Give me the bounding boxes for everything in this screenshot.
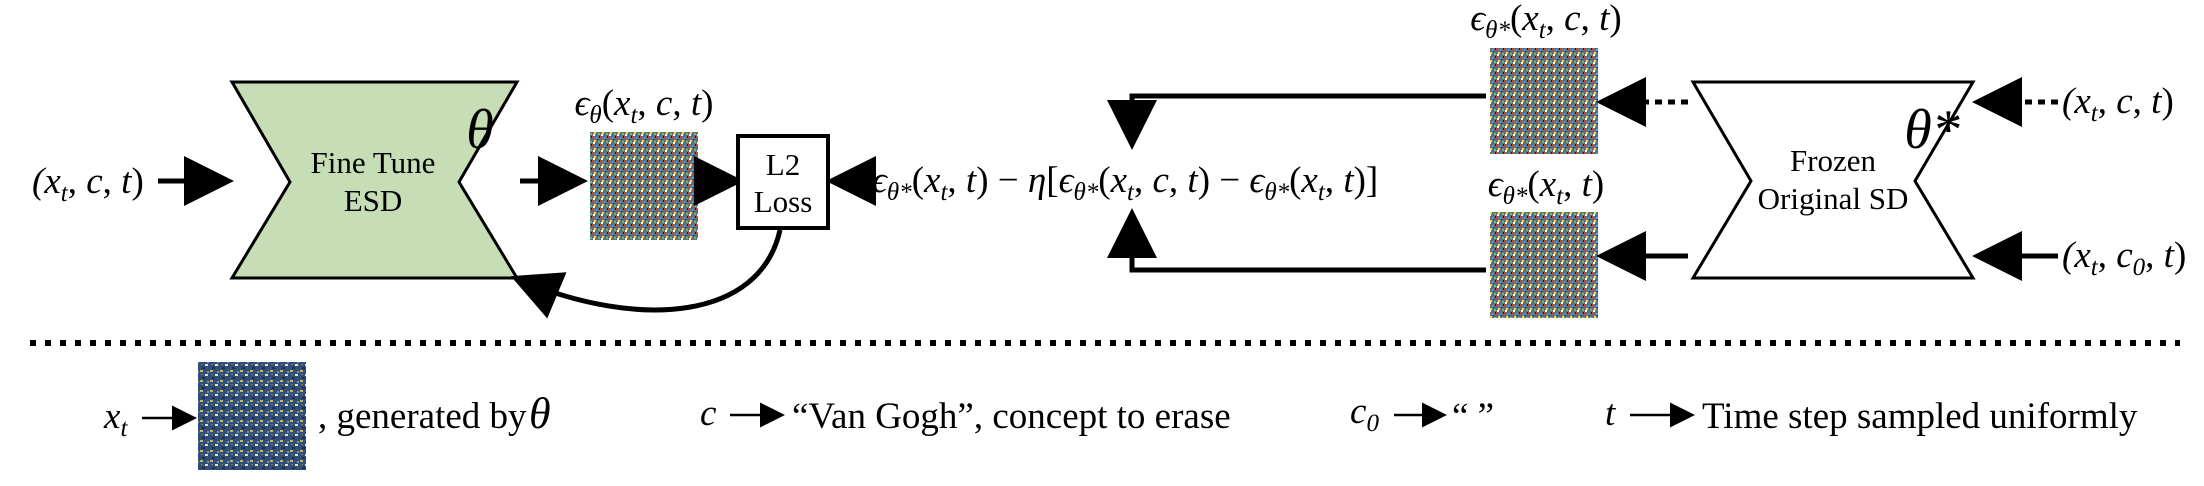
frozen-theta-symbol: θ*: [1904, 99, 1960, 161]
frozen-cond-noise-label: ϵθ*(xt, c, t): [1470, 0, 1621, 44]
finetune-label-line1: Fine Tune: [311, 145, 436, 180]
legend-c0-symbol: c0: [1350, 391, 1379, 437]
legend-t-text: Time step sampled uniformly: [1702, 396, 2138, 437]
target-expression: ϵθ*(xt, t) − η[ϵθ*(xt, c, t) − ϵθ*(xt, t…: [872, 160, 1378, 206]
frozen-uncond-noise-label: ϵθ*(xt, t): [1488, 164, 1605, 210]
loss-feedback-arrow: [510, 229, 783, 319]
l2-loss-line1: L2: [766, 147, 800, 182]
legend-xt-symbol: xt: [103, 396, 128, 442]
legend-c0-text: “ ”: [1452, 396, 1494, 437]
cond-noise-to-target-arrow: [1107, 93, 1486, 150]
finetune-noise-label: ϵθ(xt, c, t): [575, 83, 714, 129]
l2-loss-line2: Loss: [754, 184, 813, 219]
legend-xt-theta: θ: [529, 389, 551, 438]
legend-c-symbol: c: [700, 393, 717, 434]
frozen-cond-noise-image: [1490, 48, 1598, 154]
finetune-theta-symbol: θ: [466, 99, 494, 161]
finetune-input-label: (xt, c, t): [32, 161, 144, 207]
frozen-uncond-noise-image: [1490, 212, 1598, 318]
frozen-label-line2: Original SD: [1758, 181, 1909, 216]
l2-loss-box: [736, 134, 830, 230]
frozen-label-line1: Frozen: [1790, 143, 1877, 178]
legend-t-symbol: t: [1605, 393, 1617, 434]
finetune-label-line2: ESD: [344, 183, 403, 218]
frozen-top-input-label: (xt, c, t): [2062, 81, 2174, 127]
legend-c-text: “Van Gogh”, concept to erase: [792, 396, 1231, 437]
legend-xt-image: [198, 362, 306, 470]
legend-xt-text: , generated by: [318, 396, 527, 437]
frozen-bottom-input-label: (xt, c0, t): [2062, 235, 2186, 281]
finetune-noise-image: [590, 132, 698, 240]
uncond-noise-to-target-arrow: [1107, 208, 1486, 273]
